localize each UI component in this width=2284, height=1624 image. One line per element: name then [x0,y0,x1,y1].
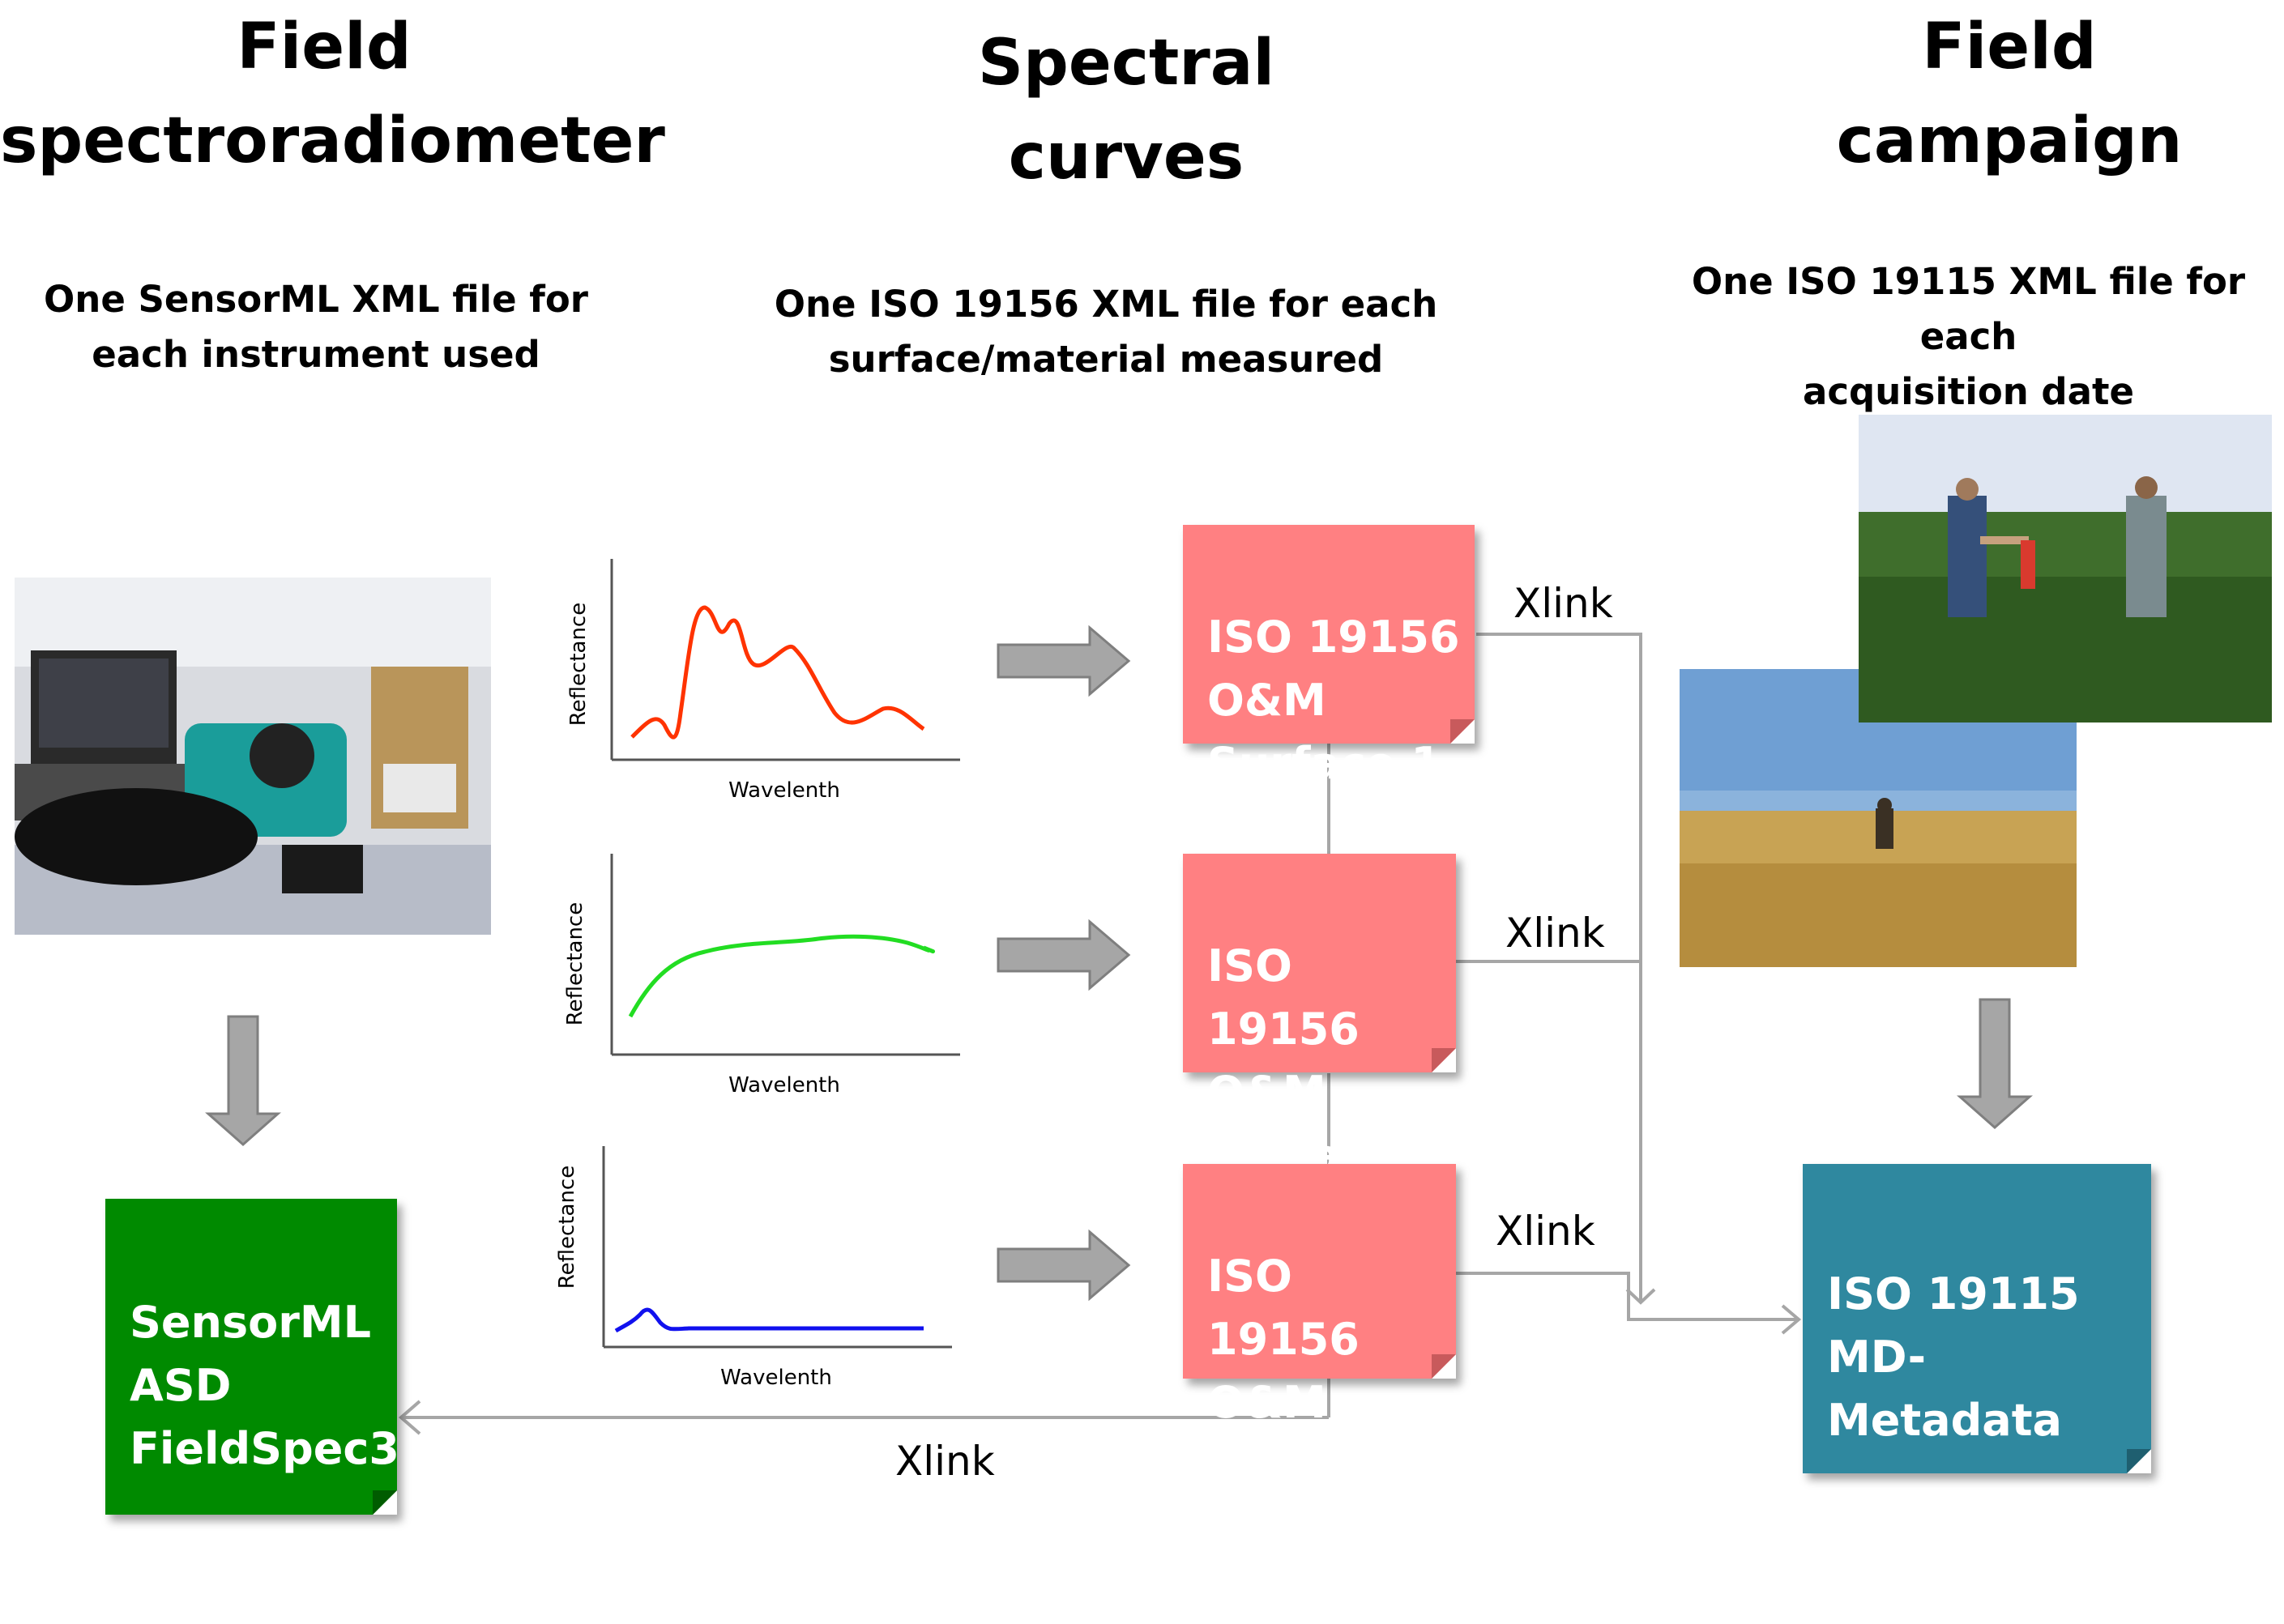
spectroradiometer-photo [15,578,491,935]
arrow-chart3-to-surface3 [997,1229,1131,1302]
node-om-surface-3-label: ISO 19156 O&M Surface 3 [1207,1251,1441,1491]
subtitle-sensorml: One SensorML XML file for each instrumen… [44,278,588,376]
note-fold-icon [373,1490,397,1515]
arrow-instrument-to-sensorml [205,1015,281,1147]
crop-field-photo [1859,415,2272,722]
arrow-campaign-to-metadata [1957,998,2033,1130]
xlink-label-bottom: Xlink [895,1438,995,1485]
note-fold-icon [1432,1354,1456,1379]
spectral-curve-1 [630,605,925,740]
xlink-label-1: Xlink [1513,580,1613,627]
subtitle-iso19156: One ISO 19156 XML file for each surface/… [774,283,1438,381]
spectral-chart-3: Reflectance Wavelenth [555,1146,952,1390]
title-field-spectroradiometer: Field spectroradiometer [0,11,665,177]
chart1-xlabel: Wavelenth [728,778,840,803]
node-sensorml-label: SensorML ASD FieldSpec3 [130,1297,399,1474]
node-om-surface-1[interactable]: ISO 19156 O&M Surface 1 [1183,525,1475,789]
note-fold-icon [1450,719,1475,744]
diagram-connectors [205,624,2033,1435]
node-om-surface-3[interactable]: ISO 19156 O&M Surface 3 [1183,1164,1456,1491]
spectral-chart-2: Reflectance Wavelenth [563,854,960,1098]
chart2-xlabel: Wavelenth [728,1073,840,1098]
spectral-curve-3 [614,1307,924,1333]
spectral-curve-2 [628,934,935,1018]
note-fold-icon [2127,1449,2151,1473]
node-om-surface-2-label: ISO 19156 O&M Surface 2 [1207,940,1441,1181]
subtitle-iso19115: One ISO 19115 XML file for each acquisit… [1691,260,2246,413]
arrow-chart1-to-surface1 [997,624,1131,697]
node-sensorml[interactable]: SensorML ASD FieldSpec3 [105,1199,399,1515]
chart2-ylabel: Reflectance [563,902,587,1025]
arrow-chart2-to-surface2 [997,919,1131,991]
node-md-metadata[interactable]: ISO 19115 MD- Metadata [1803,1164,2151,1473]
xlink-label-2: Xlink [1505,910,1605,957]
chart1-ylabel: Reflectance [566,603,591,726]
node-om-surface-2[interactable]: ISO 19156 O&M Surface 2 [1183,854,1456,1181]
note-fold-icon [1432,1048,1456,1072]
node-om-surface-1-label: ISO 19156 O&M Surface 1 [1207,612,1460,789]
chart3-xlabel: Wavelenth [720,1366,832,1390]
title-spectral-curves: Spectral curves [977,27,1275,194]
spectral-chart-1: Reflectance Wavelenth [566,559,960,803]
node-md-metadata-label: ISO 19115 MD- Metadata [1827,1268,2080,1446]
wheat-field-photo [1680,669,2077,967]
chart3-ylabel: Reflectance [555,1166,579,1289]
title-field-campaign: Field campaign [1836,11,2183,177]
xlink-label-3: Xlink [1496,1208,1595,1255]
